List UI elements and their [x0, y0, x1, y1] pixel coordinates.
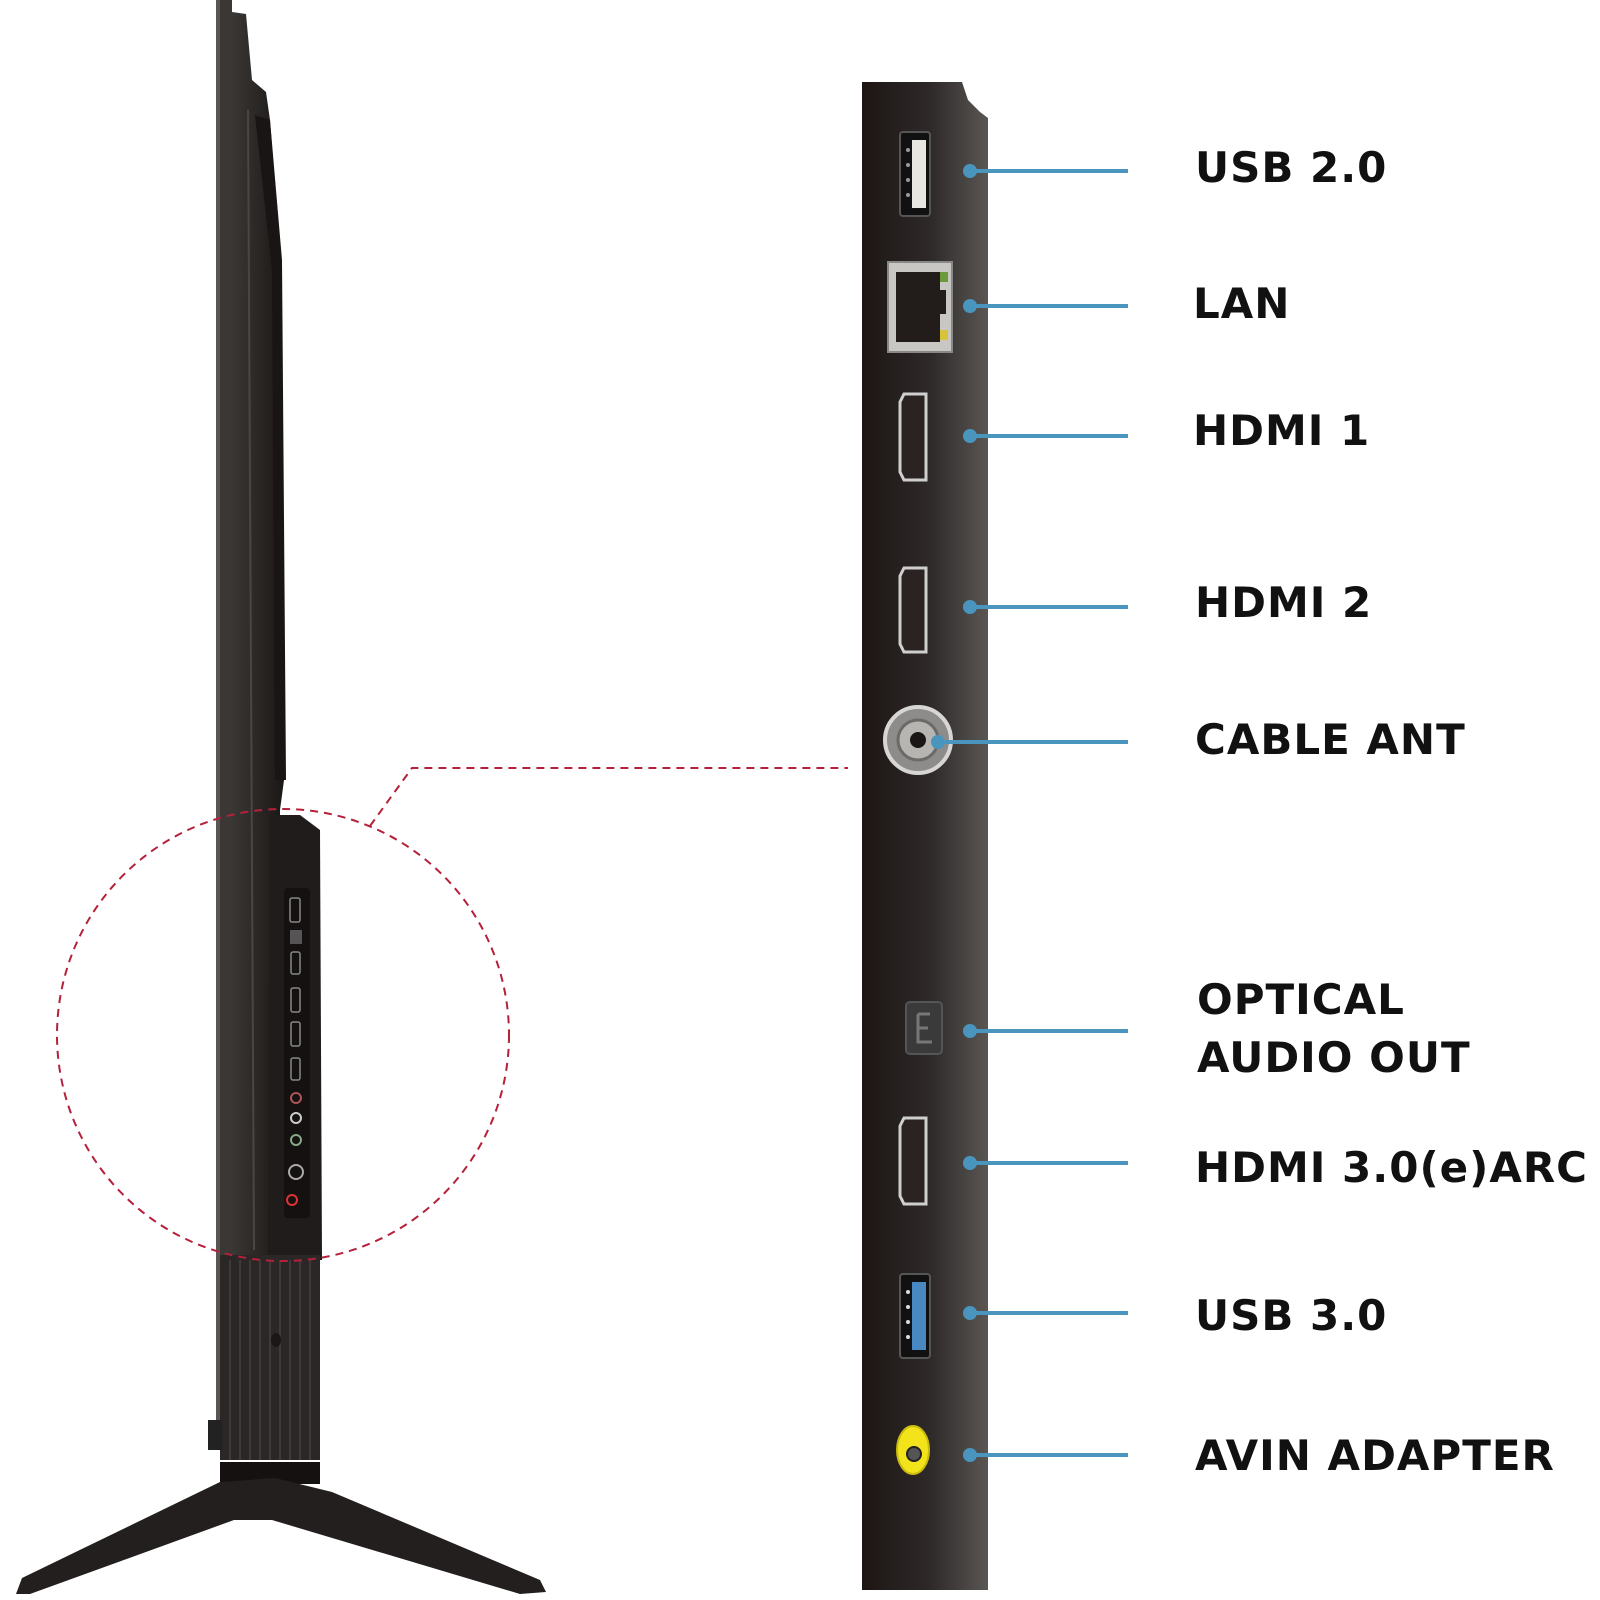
usb3-port-icon — [899, 1273, 931, 1359]
hdmi-port-icon — [898, 566, 928, 654]
port-panel-enlarged — [862, 82, 988, 1590]
coaxial-port-icon — [883, 705, 953, 775]
label-cable-ant: CABLE ANT — [1195, 715, 1466, 764]
label-usb-2-0: USB 2.0 — [1195, 143, 1388, 192]
label-optical: OPTICAL — [1197, 975, 1405, 1024]
label-audio-out: AUDIO OUT — [1197, 1033, 1471, 1082]
usb-port-icon — [899, 131, 931, 217]
ethernet-port-icon — [887, 261, 953, 353]
zoom-indicator — [56, 767, 848, 1262]
tv-side-port-panel — [268, 815, 322, 1260]
hdmi-port-icon — [898, 1116, 928, 1206]
label-lan: LAN — [1193, 279, 1291, 328]
tv-stand-foot — [16, 1478, 546, 1594]
label-hdmi-2: HDMI 2 — [1195, 578, 1373, 627]
label-hdmi-3-earc: HDMI 3.0(e)ARC — [1195, 1143, 1589, 1192]
callout-lines — [931, 164, 1128, 1462]
label-avin-adapter: AVIN ADAPTER — [1195, 1431, 1555, 1480]
hdmi-port-icon — [898, 392, 928, 482]
label-hdmi-1: HDMI 1 — [1193, 406, 1371, 455]
tv-stand-neck — [208, 1255, 320, 1484]
label-usb-3-0: USB 3.0 — [1195, 1291, 1388, 1340]
av-in-port-icon — [896, 1425, 930, 1475]
optical-port-icon — [905, 1001, 943, 1055]
